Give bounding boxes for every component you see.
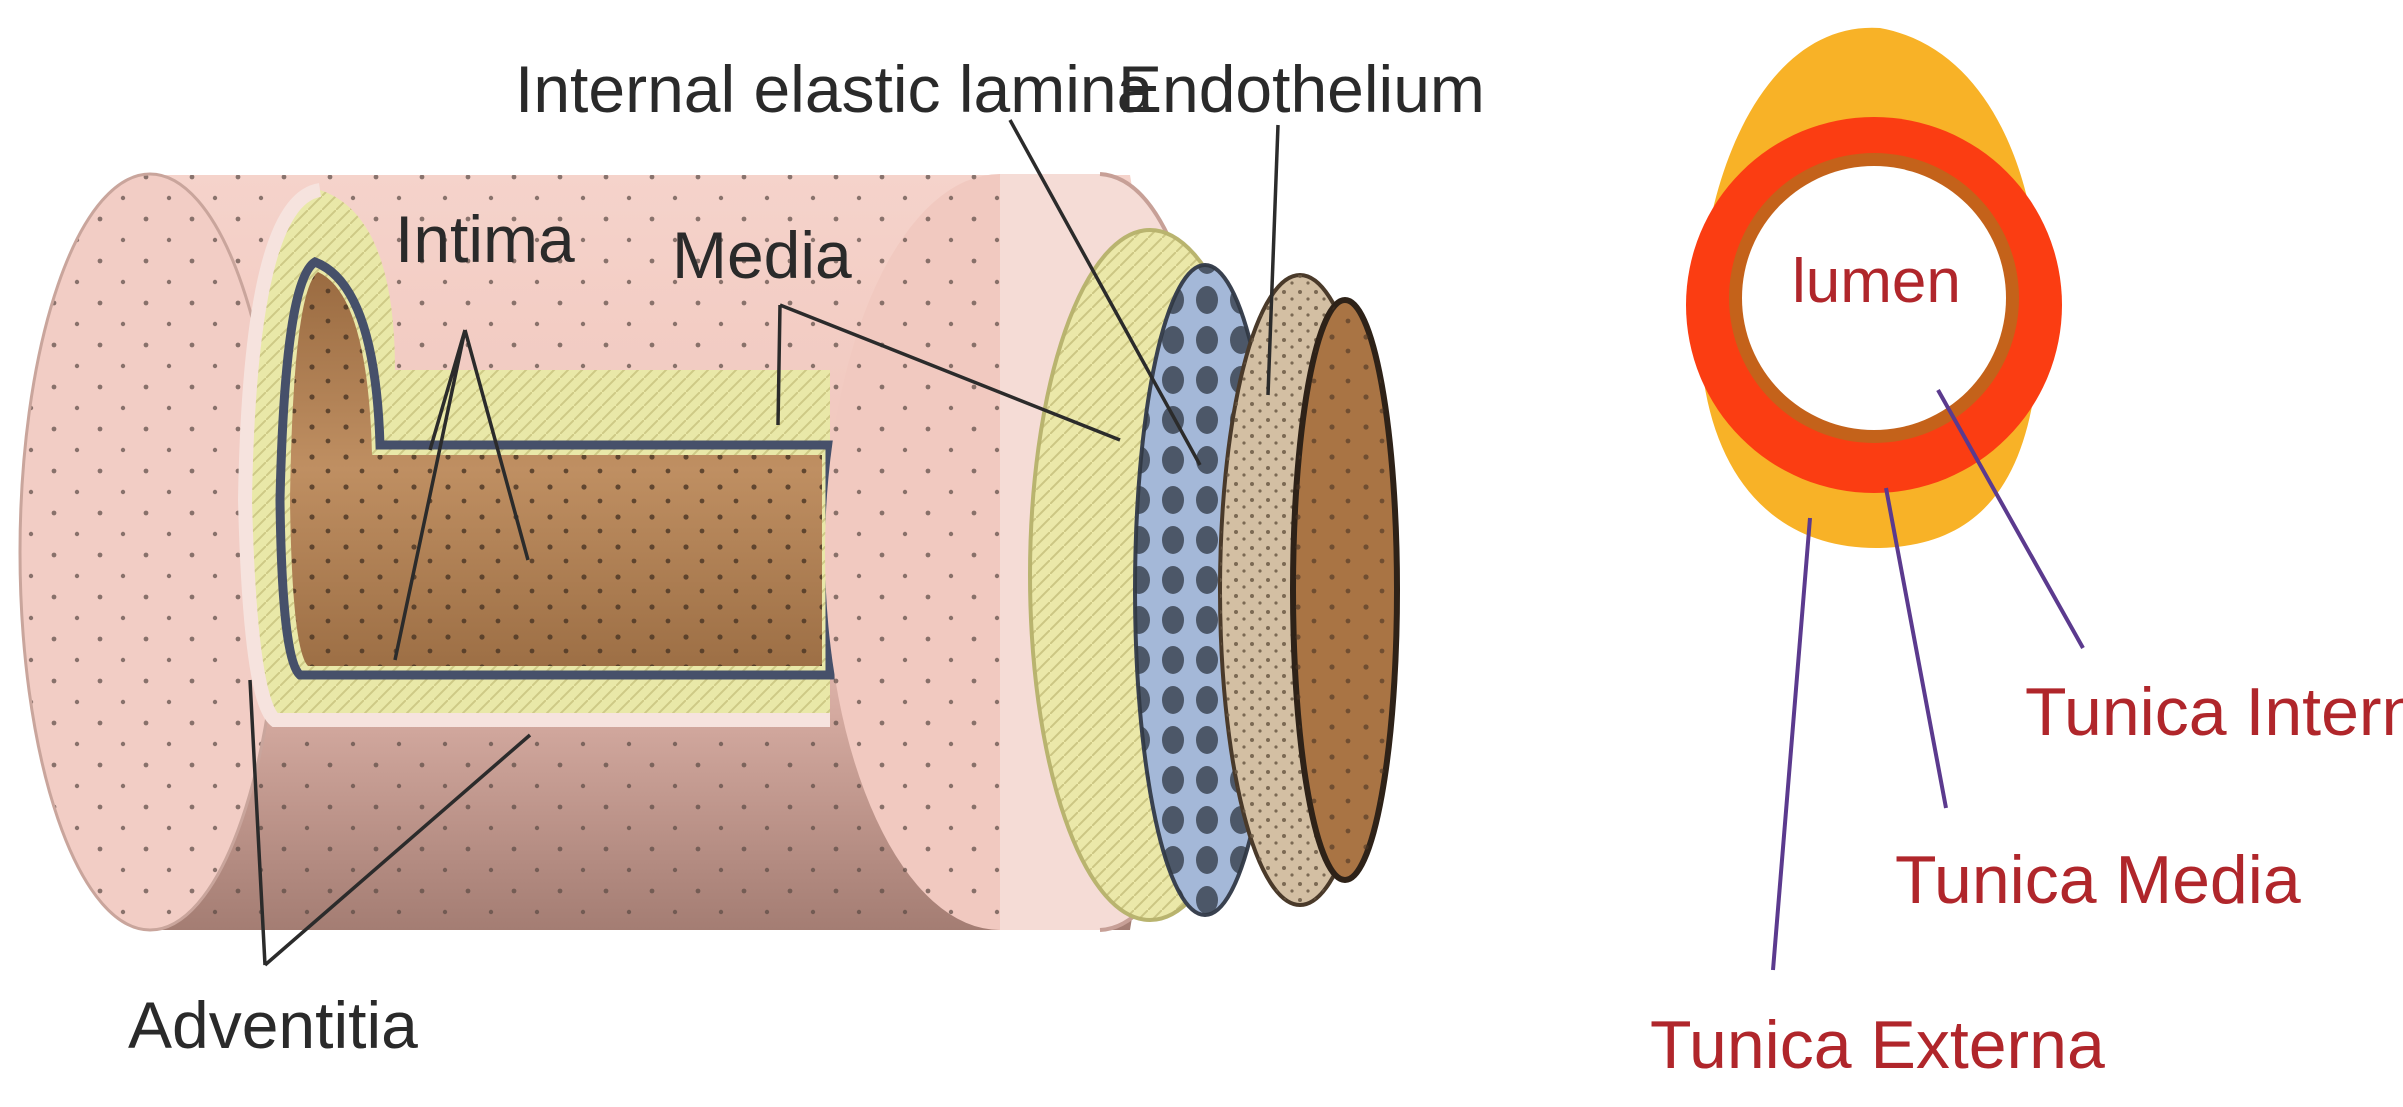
label-tunica-externa: Tunica Externa [1650,1007,2105,1083]
label-media: Media [672,218,852,292]
label-tunica-media: Tunica Media [1895,842,2301,918]
lumen-area [1742,166,2006,430]
label-internal-elastic-lamina: Internal elastic lamina [515,52,1154,126]
label-intima: Intima [395,202,575,276]
left-leader-lines [248,119,1280,967]
label-tunica-interna: Tunica Interna [2025,674,2403,750]
tunica-externa-leader [1771,517,1812,971]
media-leader [776,303,1121,442]
tunica-media-leader [1884,487,1948,809]
tunica-interna-leader [1936,389,2085,649]
internal-elastic-lamina-leader [1008,119,1202,466]
label-endothelium: Endothelium [1118,52,1485,126]
vessel-cross-section: lumen Tunica Interna Tunica Media Tunica… [1650,27,2403,1083]
right-leader-lines [1771,389,2085,971]
adventitia-leader [248,679,532,967]
intima-leader [393,329,530,661]
label-lumen: lumen [1792,247,1961,316]
artery-cutaway-illustration: Internal elastic lamina Endothelium Inti… [18,52,1485,1062]
intima-layer-cut [275,257,835,680]
endothelium-leader [1266,124,1280,396]
label-adventitia: Adventitia [128,988,418,1062]
